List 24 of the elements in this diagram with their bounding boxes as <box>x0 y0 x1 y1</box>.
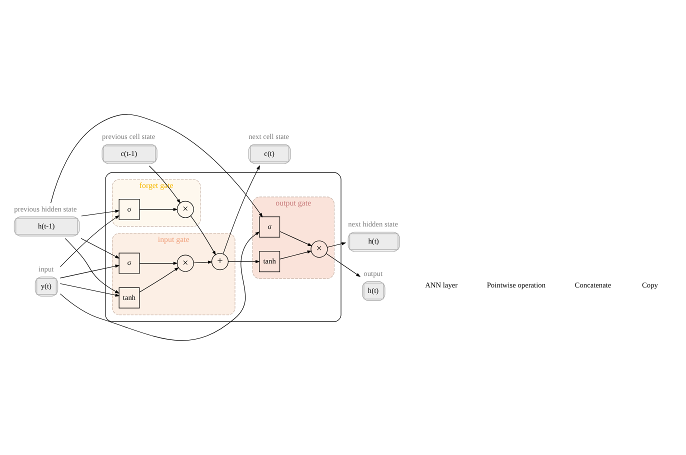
node-circle: × <box>176 200 194 218</box>
arrow <box>139 267 180 292</box>
arrow <box>148 166 181 204</box>
arrow <box>60 264 120 278</box>
arrow <box>228 260 260 264</box>
arrow <box>64 238 120 294</box>
node-circle: × <box>310 240 328 258</box>
arrow <box>139 208 178 212</box>
arrow <box>280 231 312 246</box>
arrow <box>81 210 120 216</box>
arrow <box>60 232 260 341</box>
arrow <box>50 114 263 218</box>
arrow <box>80 238 120 259</box>
node-circle: × <box>176 254 194 272</box>
node-circle: + <box>211 253 228 270</box>
arrow <box>190 216 216 256</box>
arrow <box>327 242 346 248</box>
arrow <box>139 262 178 265</box>
arrow <box>222 165 260 254</box>
arrow <box>280 250 312 260</box>
arrow <box>193 260 213 264</box>
arrow <box>60 283 120 297</box>
arrow <box>326 253 361 277</box>
arrow <box>60 215 120 268</box>
